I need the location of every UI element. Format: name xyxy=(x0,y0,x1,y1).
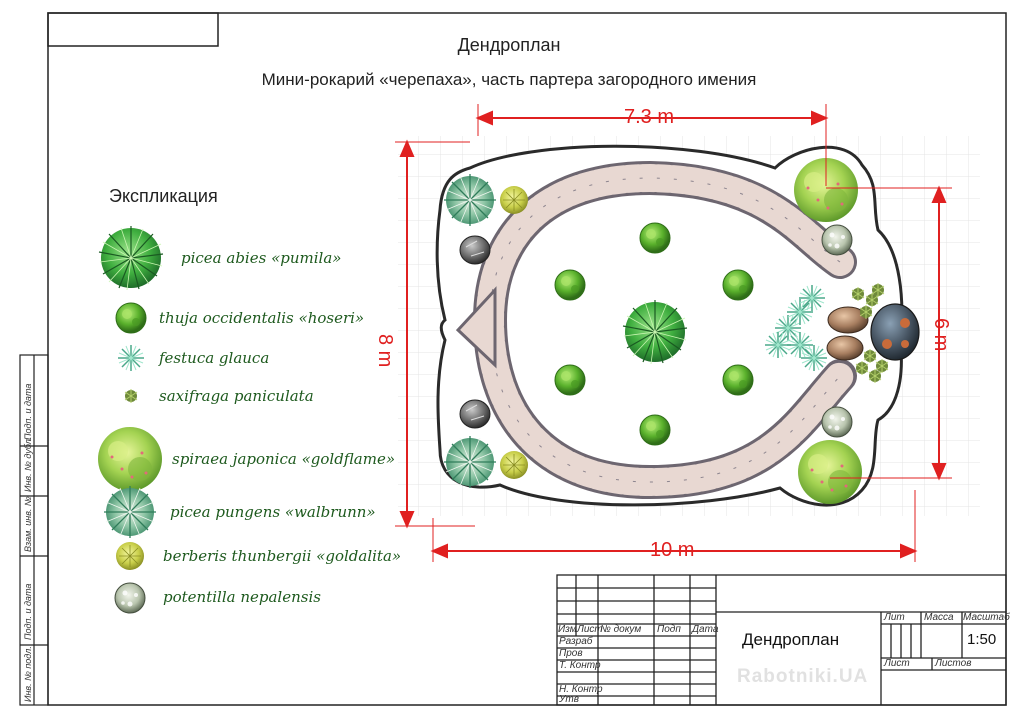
stamp-scale: 1:50 xyxy=(967,631,997,648)
stamp-sheet: Лист xyxy=(884,658,910,669)
side-strip xyxy=(19,354,49,706)
picea-abies-icon xyxy=(98,225,164,291)
path-wedge xyxy=(455,286,497,369)
stamp-header-masshtab: Масштаб xyxy=(963,612,1010,623)
rock xyxy=(459,399,491,429)
plant-thuja xyxy=(554,269,586,301)
plant-berberis xyxy=(499,185,529,215)
stamp-col-data: Дата xyxy=(692,624,719,635)
stamp-col-podp: Подп xyxy=(657,624,681,635)
plant-thuja xyxy=(639,222,671,254)
extension-lines xyxy=(395,104,952,562)
stamp-col-list: Лист xyxy=(577,624,603,635)
legend-label-picea-abies: picea abies «pumila» xyxy=(181,249,342,267)
plant-berberis xyxy=(499,450,529,480)
stamp-row-tkontr: Т. Контр xyxy=(559,660,601,671)
spiraea-icon xyxy=(98,427,162,491)
festuca-icon xyxy=(117,344,145,372)
stamp-row-razrab: Разраб xyxy=(559,636,593,647)
stamp-header-lit: Лит xyxy=(884,612,905,623)
stamp-row-prov: Пров xyxy=(559,648,583,659)
title-block xyxy=(556,574,1007,706)
dimension-top: 7.3 m xyxy=(624,106,675,128)
stamp-row-nkontr: Н. Контр xyxy=(559,684,603,695)
stamp-title: Дендроплан xyxy=(742,630,840,649)
plant-thuja xyxy=(722,269,754,301)
dimension-left: 8 m xyxy=(374,334,396,368)
stamp-row-utv: Утв xyxy=(559,694,579,705)
explication-title: Экспликация xyxy=(109,186,218,206)
plant-spiraea xyxy=(798,440,862,504)
picea-pungens-icon xyxy=(103,485,157,539)
legend-label-festuca: festuca glauca xyxy=(159,349,270,367)
plant-thuja xyxy=(554,364,586,396)
dimension-lines xyxy=(399,110,947,559)
stamp-header-massa: Масса xyxy=(924,612,954,623)
side-label: Подп. и дата xyxy=(23,583,33,640)
thuja-icon xyxy=(115,302,147,334)
legend-label-spiraea: spiraea japonica «goldflame» xyxy=(172,450,396,468)
stamp-sheets: Листов xyxy=(935,658,972,669)
watermark: Rabotniki.UA xyxy=(737,666,869,687)
legend-label-thuja: thuja occidentalis «hoseri» xyxy=(159,309,365,327)
side-label: Инв. № дубл. xyxy=(23,436,33,492)
side-label: Инв. № подл. xyxy=(23,646,33,702)
stamp-col-izm: Изм xyxy=(558,624,577,635)
dimension-right: 6 m xyxy=(930,318,952,352)
saxifraga-icon xyxy=(124,388,138,404)
page-subtitle: Мини-рокарий «черепаха», часть партера з… xyxy=(261,70,757,89)
legend-label-potentilla: potentilla nepalensis xyxy=(163,588,321,606)
berberis-icon xyxy=(115,541,145,571)
plant-potentilla xyxy=(821,406,853,438)
plant-potentilla xyxy=(821,224,853,256)
legend-label-berberis: berberis thunbergii «goldalita» xyxy=(163,547,402,565)
stones-group xyxy=(826,303,920,361)
legend-label-picea-pungens: picea pungens «walbrunn» xyxy=(170,503,376,521)
plant-thuja xyxy=(639,414,671,446)
dimension-bottom: 10 m xyxy=(650,539,695,561)
top-left-box xyxy=(47,12,219,47)
potentilla-icon xyxy=(114,582,146,614)
side-label: Взам. инв. № xyxy=(23,496,33,552)
rock xyxy=(459,235,491,265)
side-label: Подп. и дата xyxy=(23,383,33,440)
plant-thuja xyxy=(722,364,754,396)
page-title: Дендроплан xyxy=(457,35,561,55)
legend-label-saxifraga: saxifraga paniculata xyxy=(159,387,314,405)
stamp-col-dokum: № докум xyxy=(600,624,642,635)
